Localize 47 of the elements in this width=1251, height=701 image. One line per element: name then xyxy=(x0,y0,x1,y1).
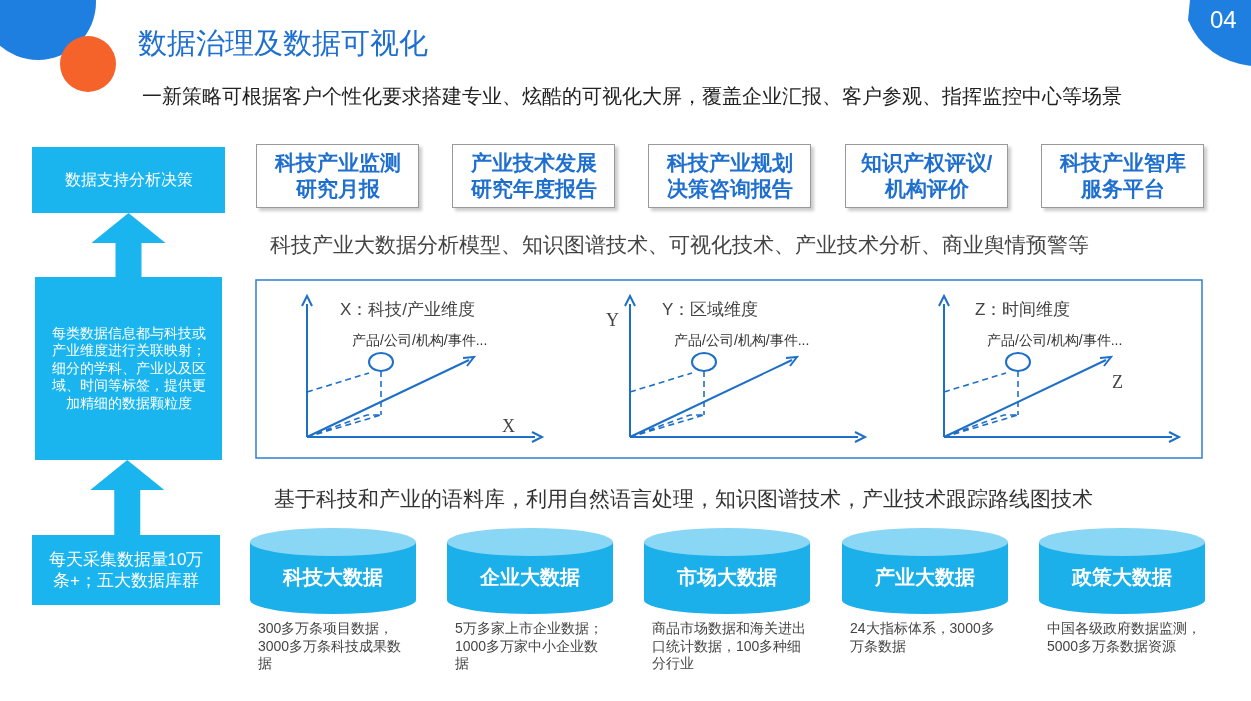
report-title: 科技产业智库服务平台 xyxy=(1058,149,1187,202)
page-number: 04 xyxy=(1210,6,1237,35)
report-card xyxy=(452,144,615,208)
data-volume-box xyxy=(32,535,220,605)
description-box xyxy=(35,277,222,460)
axis-letter: Y xyxy=(606,310,619,332)
decision-box xyxy=(32,147,225,213)
report-card xyxy=(648,144,811,208)
database-cylinder xyxy=(250,528,416,614)
axis-title: Y：区域维度 xyxy=(662,300,759,321)
axis-title: X：科技/产业维度 xyxy=(340,300,476,321)
axis-letter: X xyxy=(502,416,515,438)
axis-letter: Z xyxy=(1112,372,1123,394)
database-cylinder xyxy=(1039,528,1205,614)
corpus-caption: 基于科技和产业的语料库，利用自然语言处理，知识图谱技术，产业技术跟踪路线图技术 xyxy=(274,486,1093,512)
point-caption: 产品/公司/机构/事件... xyxy=(352,332,488,349)
database-description: 5万多家上市企业数据；1000多万家中小企业数据 xyxy=(455,620,604,673)
report-title: 知识产权评议/机构评价 xyxy=(859,149,994,202)
box-text: 数据支持分析决策 xyxy=(64,170,193,190)
database-name: 企业大数据 xyxy=(480,564,580,590)
block-arrow xyxy=(90,460,165,535)
report-card xyxy=(256,144,419,208)
database-description: 中国各级政府数据监测，5000多万条数据资源 xyxy=(1047,620,1202,655)
point-caption: 产品/公司/机构/事件... xyxy=(987,332,1123,349)
database-cylinder xyxy=(447,528,613,614)
database-name: 产业大数据 xyxy=(875,564,975,590)
block-arrow xyxy=(91,213,166,277)
database-description: 商品市场数据和海关进出口统计数据，100多种细分行业 xyxy=(652,620,807,673)
report-title: 产业技术发展研究年度报告 xyxy=(469,149,598,202)
database-cylinder xyxy=(842,528,1008,614)
report-title: 科技产业监测研究月报 xyxy=(273,149,402,202)
database-name: 科技大数据 xyxy=(283,564,383,590)
box-text: 每天采集数据量10万条+；五大数据库群 xyxy=(47,548,205,592)
database-description: 300多万条项目数据，3000多万条科技成果数据 xyxy=(258,620,403,673)
report-card xyxy=(1041,144,1204,208)
slide-title: 数据治理及数据可视化 xyxy=(138,26,428,61)
technology-caption: 科技产业大数据分析模型、知识图谱技术、可视化技术、产业技术分析、商业舆情预警等 xyxy=(270,232,1089,258)
report-title: 科技产业规划决策咨询报告 xyxy=(665,149,794,202)
box-text: 每类数据信息都与科技或产业维度进行关联映射；细分的学科、产业以及区域、时间等标签，提供更加精细的数据颗粒度 xyxy=(50,324,207,413)
database-cylinder xyxy=(644,528,810,614)
subtitle: 一新策略可根据客户个性化要求搭建专业、炫酷的可视化大屏，覆盖企业汇报、客户参观、指挥监控中心等场景 xyxy=(142,84,1122,108)
database-description: 24大指标体系，3000多万条数据 xyxy=(850,620,996,655)
point-caption: 产品/公司/机构/事件... xyxy=(674,332,810,349)
database-name: 市场大数据 xyxy=(677,564,777,590)
axis-title: Z：时间维度 xyxy=(975,300,1071,321)
database-name: 政策大数据 xyxy=(1072,564,1172,590)
report-card xyxy=(845,144,1008,208)
